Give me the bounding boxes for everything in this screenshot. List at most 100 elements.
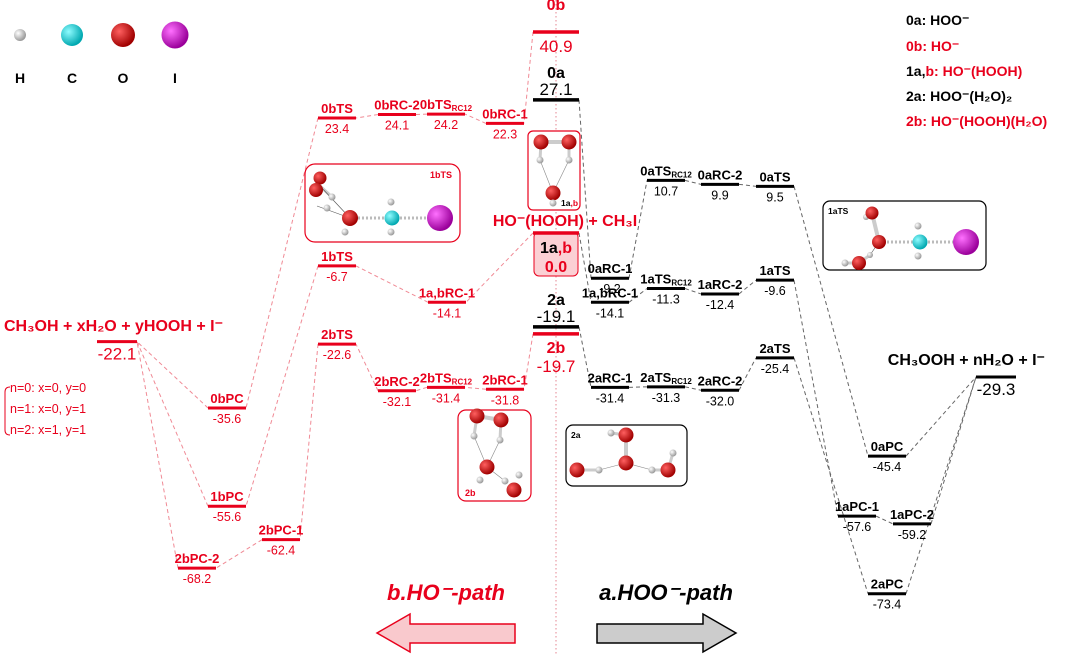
level-value-1aRC-2: -12.4 xyxy=(706,298,735,312)
level-label-2bRC-1: 2bRC-1 xyxy=(482,372,528,387)
level-label-1abRC-1b: 1a,bRC-1 xyxy=(419,285,475,300)
level-label-2aRC-2: 2aRC-2 xyxy=(698,373,743,388)
legend-0b: 0b: HO⁻ xyxy=(906,38,959,54)
connector-1bTS-1bPC xyxy=(245,265,319,507)
n-definitions: n=0: x=0, y=0 n=1: x=0, y=1 n=2: x=1, y=… xyxy=(4,381,86,437)
n1-definition: n=1: x=0, y=1 xyxy=(10,402,86,416)
level-value-1bPC: -55.6 xyxy=(213,510,242,524)
iodine-atom-icon xyxy=(953,229,979,255)
level-value-1aTS: -9.6 xyxy=(764,284,786,298)
n2-definition: n=2: x=1, y=1 xyxy=(10,423,86,437)
level-label-0bRC-2: 0bRC-2 xyxy=(374,98,420,113)
connector-2aRC-2-2aTS xyxy=(738,357,757,391)
structure-2b: 2b xyxy=(457,408,532,502)
level-value-Pa: -29.3 xyxy=(977,380,1016,399)
level-label-0b: 0b xyxy=(547,0,566,14)
connector-0aPC-Pa xyxy=(905,376,977,457)
level-label-2aPC: 2aPC xyxy=(871,577,904,592)
connector-2bTSRC12-2bRC-2 xyxy=(415,386,428,392)
level-value-0a: 27.1 xyxy=(539,80,572,99)
level-label-1aTS: 1aTS xyxy=(759,263,790,278)
level-value-1aTSRC12: -11.3 xyxy=(652,293,680,307)
level-label-1bTS: 1bTS xyxy=(321,249,353,264)
level-value-2aTS: -25.4 xyxy=(761,362,790,376)
connector-2bPC-1-2bPC-2 xyxy=(215,539,263,569)
oxygen-atom-icon xyxy=(111,23,135,47)
level-label-0bTSRC12: 0bTSRC12 xyxy=(420,97,473,113)
oxygen-atom-icon xyxy=(545,185,561,201)
connector-2bRC-2-2bTS xyxy=(355,343,379,391)
level-label-0bPC: 0bPC xyxy=(210,391,244,406)
structure-1bTS: 1bTS xyxy=(304,163,461,243)
level-label-2bRC-2: 2bRC-2 xyxy=(374,374,420,389)
oxygen-atom-icon xyxy=(342,210,358,226)
atom-label-o: O xyxy=(118,70,129,86)
hydrogen-atom-icon xyxy=(14,29,26,41)
path-b-arrow-icon xyxy=(375,612,516,654)
level-label-0aTS: 0aTS xyxy=(759,169,790,184)
connector-0aRC-1-0aTSRC12 xyxy=(628,180,648,279)
level-label-2b: 2b xyxy=(547,340,566,357)
oxygen-atom-icon xyxy=(479,459,495,475)
connector-2a-2aRC-1 xyxy=(578,326,592,388)
level-label-0aPC: 0aPC xyxy=(871,439,904,454)
n-definitions-brace xyxy=(4,386,11,436)
product-b-label: CH₃OH + xH₂O + yHOOH + I⁻ xyxy=(4,318,223,335)
connector-0bTS-0bPC xyxy=(245,117,319,409)
level-value-2bPC-1: -62.4 xyxy=(267,544,296,558)
connector-2bPC-2-Pb xyxy=(136,341,179,569)
level-label-2aTSRC12: 2aTSRC12 xyxy=(640,370,692,386)
level-label-2bTSRC12: 2bTSRC12 xyxy=(420,370,473,386)
oxygen-atom-icon xyxy=(533,134,549,150)
level-value-0aTSRC12: 10.7 xyxy=(654,184,678,198)
connector-0aTS-0aPC xyxy=(793,186,869,457)
iodine-atom-icon xyxy=(161,21,189,49)
level-value-0aTS: 9.5 xyxy=(766,190,783,204)
iodine-atom-icon xyxy=(427,205,453,231)
level-value-2b: -19.7 xyxy=(537,357,576,376)
level-value-0b: 40.9 xyxy=(539,37,572,56)
level-value-0bRC-2: 24.1 xyxy=(385,119,409,133)
level-label-0bTS: 0bTS xyxy=(321,101,353,116)
level-value-1bTS: -6.7 xyxy=(326,270,348,284)
structure-2a: 2a xyxy=(565,424,688,487)
level-value-0aRC-2: 9.9 xyxy=(711,188,728,202)
connector-0bPC-Pb xyxy=(136,341,209,409)
level-value-0aRC-1: -9.2 xyxy=(599,282,621,296)
atom-label-h: H xyxy=(15,70,25,86)
species-legend: 0a: HOO⁻ 0b: HO⁻ 1a,b: HO⁻(HOOH) 2a: HOO… xyxy=(906,12,1047,129)
level-value-2bTSRC12: -31.4 xyxy=(432,391,461,405)
level-label-1aPC-1: 1aPC-1 xyxy=(835,499,879,514)
level-label-0aRC-2: 0aRC-2 xyxy=(698,167,743,182)
level-label-1aRC-2: 1aRC-2 xyxy=(698,277,743,292)
level-value-1aPC-2: -59.2 xyxy=(898,528,927,542)
level-label-0a: 0a xyxy=(547,65,565,82)
structure-label-1bts: 1bTS xyxy=(430,170,452,180)
level-label-1bPC: 1bPC xyxy=(210,489,244,504)
structure-1ab: 1a,b xyxy=(527,130,581,211)
connector-0aTSRC12-0aRC-2 xyxy=(684,179,702,185)
level-label-2bPC-1: 2bPC-1 xyxy=(259,523,304,538)
structure-label-2b: 2b xyxy=(465,488,476,498)
level-value-0bRC-1: 22.3 xyxy=(493,127,517,141)
n0-definition: n=0: x=0, y=0 xyxy=(10,381,86,395)
connector-0aRC-2-0aTS xyxy=(738,183,757,187)
legend-1ab: 1a,b: HO⁻(HOOH) xyxy=(906,63,1022,79)
connector-1ab-1abRC-1a xyxy=(578,232,592,303)
connector-0a-0aRC-1 xyxy=(578,99,592,279)
level-label-2aRC-1: 2aRC-1 xyxy=(588,370,633,385)
level-value-2bTS: -22.6 xyxy=(323,348,352,362)
level-layer: 0b40.90a27.12a-19.12b-19.70bTS23.40bRC-2… xyxy=(97,0,1016,612)
connector-1abRC-1a-1aTSRC12 xyxy=(628,288,648,303)
structure-label-2a: 2a xyxy=(571,430,581,440)
level-value-1abRC-1a: -14.1 xyxy=(596,306,625,320)
connector-2bRC-1-2bTSRC12 xyxy=(464,386,487,390)
level-label-2bPC-2: 2bPC-2 xyxy=(175,551,220,566)
connector-0bRC-1-0bTSRC12 xyxy=(464,113,487,124)
connector-1bPC-Pb xyxy=(136,341,209,507)
level-value-2aRC-1: -31.4 xyxy=(596,391,625,405)
level-value-Pb: -22.1 xyxy=(98,345,137,364)
path-a-title: a.HOO⁻-path xyxy=(599,580,733,605)
